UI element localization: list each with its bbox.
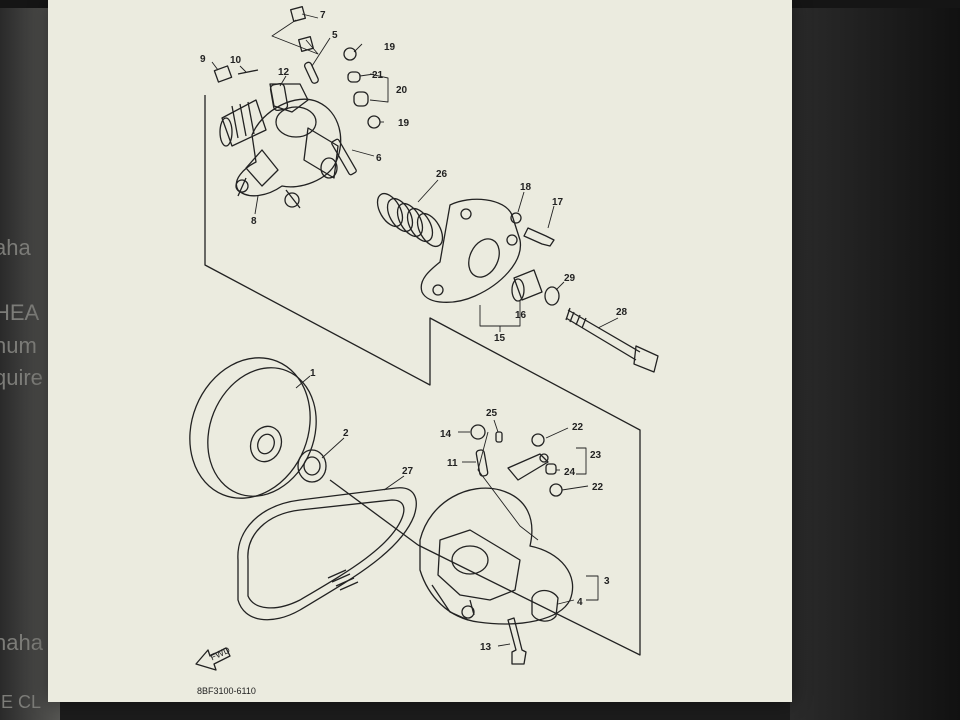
part-label-22: 22	[592, 482, 604, 493]
bushing-part-2	[297, 449, 327, 483]
part-label-18: 18	[520, 182, 532, 193]
roller-part-21	[347, 71, 361, 83]
part-label-23: 23	[590, 450, 602, 461]
roller-part-20	[353, 91, 369, 107]
bolt-part-6	[331, 138, 357, 176]
part-label-10: 10	[230, 55, 242, 66]
weight-part-12	[269, 82, 289, 112]
washer-part-19a	[343, 47, 357, 61]
part-label-6: 6	[376, 153, 382, 164]
part-label-24: 24	[564, 467, 576, 478]
arm-part-23	[507, 453, 549, 481]
part-label-15: 15	[494, 333, 506, 344]
part-label-21: 21	[372, 70, 384, 81]
leader-lines	[211, 13, 619, 647]
background-text-fragment: quire	[0, 365, 43, 390]
part-label-27: 27	[402, 466, 414, 477]
sheave-part-1	[189, 357, 317, 499]
part-label-20: 20	[396, 85, 408, 96]
forward-arrow-icon	[195, 647, 231, 671]
part-label-9: 9	[200, 54, 206, 65]
bushing-part-16	[513, 269, 543, 301]
nut-part-14	[470, 424, 486, 440]
forward-marker-label: FWD	[209, 645, 232, 663]
part-label-7: 7	[320, 10, 326, 21]
washer-part-29	[544, 286, 560, 306]
part-label-14: 14	[440, 429, 452, 440]
nut-part-7	[290, 6, 306, 22]
bolt-part-17	[523, 227, 555, 247]
spring-part-10	[237, 69, 259, 75]
washer-part-22a	[531, 433, 545, 447]
washer-part-19b	[367, 115, 381, 129]
part-label-5: 5	[332, 30, 338, 41]
pin-part-11	[475, 449, 489, 477]
part-label-1: 1	[310, 368, 316, 379]
background-text-fragment: IE CL	[0, 692, 42, 712]
part-label-25: 25	[486, 408, 498, 419]
exploded-parts-diagram: 7 5 19 21 20 19 6 9 10 12 8 26 18 17 29 …	[189, 6, 659, 696]
part-label-12: 12	[278, 67, 290, 78]
key-part-9	[213, 65, 233, 83]
boundary-to-belt-leader	[329, 479, 419, 546]
parts-diagram-sheet: 7 5 19 21 20 19 6 9 10 12 8 26 18 17 29 …	[48, 0, 792, 702]
spring-part-26	[376, 192, 444, 248]
part-label-29: 29	[564, 273, 576, 284]
part-label-19: 19	[398, 118, 410, 129]
part-label-22: 22	[572, 422, 584, 433]
background-text-fragment: HEA	[0, 300, 40, 325]
spider-assembly-part-8	[219, 83, 342, 209]
part-label-28: 28	[616, 307, 628, 318]
fixed-sheave-part-3	[419, 487, 574, 625]
part-label-8: 8	[251, 216, 257, 227]
assembly-boundary-line	[204, 95, 641, 656]
background-text-fragment: num	[0, 333, 37, 358]
drawing-code: 8BF3100-6110	[197, 686, 256, 696]
pin-part-5	[303, 61, 319, 84]
part-label-16: 16	[515, 310, 527, 321]
part-label-19: 19	[384, 42, 396, 53]
bolt-part-13	[507, 617, 527, 665]
background-text-fragment: aha	[0, 235, 31, 260]
monitor-bezel-right	[790, 0, 960, 720]
part-label-11: 11	[447, 458, 458, 469]
cap-plate-part-15	[420, 198, 522, 303]
drive-belt-part-27	[237, 487, 417, 621]
part-label-17: 17	[552, 197, 564, 208]
part-label-13: 13	[480, 642, 492, 653]
washer-part-22b	[549, 483, 563, 497]
roller-part-24	[545, 463, 557, 475]
part-number-labels: 7 5 19 21 20 19 6 9 10 12 8 26 18 17 29 …	[200, 10, 628, 653]
part-label-4: 4	[577, 597, 583, 608]
long-bolt-part-28	[565, 307, 659, 373]
part-label-3: 3	[604, 576, 610, 587]
part-label-2: 2	[343, 428, 349, 439]
bushing-part-4	[531, 589, 559, 622]
washer-part-25	[495, 431, 503, 443]
washer-part-18	[510, 212, 522, 224]
part-label-26: 26	[436, 169, 448, 180]
